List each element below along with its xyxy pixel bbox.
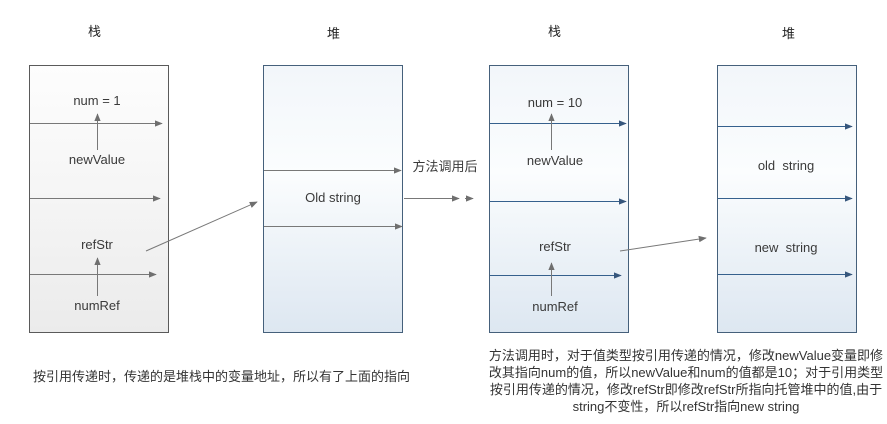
stack-after-title: 栈 (547, 24, 563, 39)
var-num-after: num = 10 (527, 95, 583, 110)
caption-left: 按引用传递时，传递的是堆栈中的变量地址，所以有了上面的指向 (33, 369, 411, 384)
var-num-before: num = 1 (73, 93, 121, 108)
var-newvalue-after: newValue (526, 153, 584, 168)
caption-right: 方法调用时，对于值类型按引用传递的情况，修改newValue变量即修改其指向nu… (488, 348, 884, 414)
heap-before-box (263, 65, 403, 333)
refstr-to-heap-pointer-after (619, 235, 707, 252)
stack-before-box (29, 65, 169, 333)
heap-old-string-before: Old string (305, 190, 361, 205)
method-call-label: 方法调用后 (412, 159, 478, 174)
var-numref-after: numRef (532, 299, 578, 314)
heap-after-title: 堆 (781, 26, 797, 41)
var-newvalue-before: newValue (68, 152, 126, 167)
stack-before-title: 栈 (87, 24, 103, 39)
var-refstr-before: refStr (81, 237, 113, 252)
var-numref-before: numRef (74, 298, 120, 313)
heap-old-string-after: old string (757, 158, 815, 173)
stack-after-box (489, 65, 629, 333)
heap-after-box (717, 65, 857, 333)
heap-before-title: 堆 (326, 26, 342, 41)
heap-new-string-after: new string (754, 240, 818, 255)
var-refstr-after: refStr (539, 239, 571, 254)
